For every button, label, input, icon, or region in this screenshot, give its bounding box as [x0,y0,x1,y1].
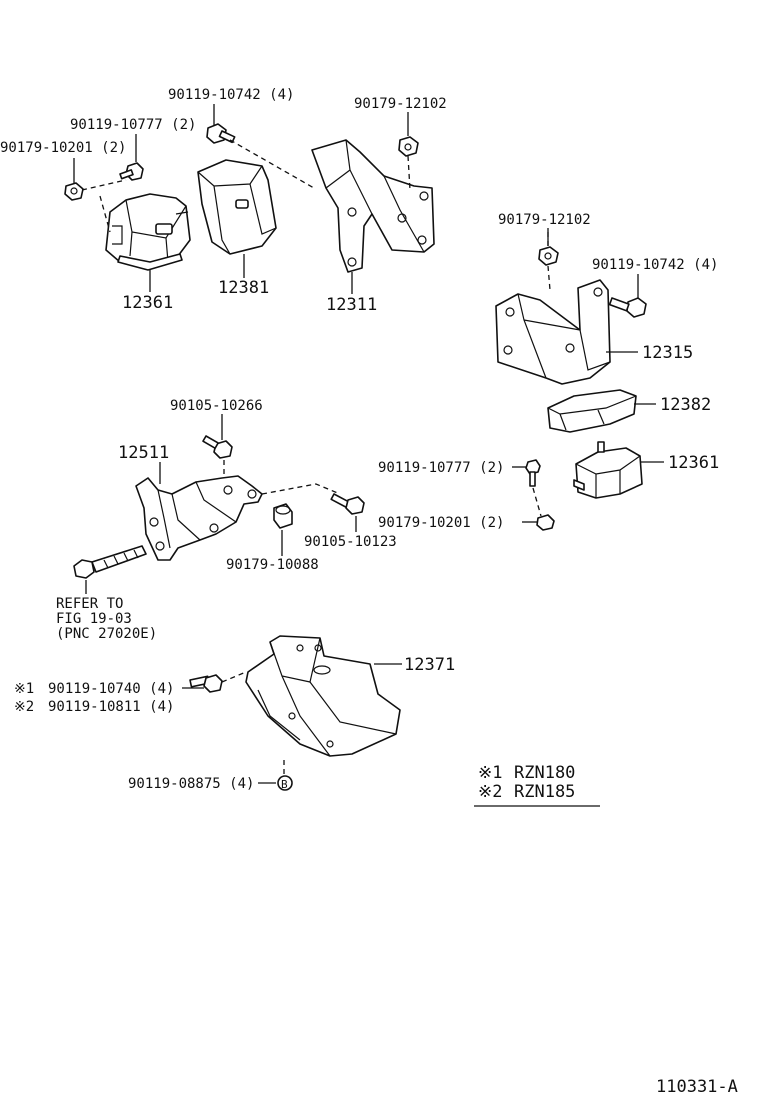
legend-variant-1: RZN180 [514,763,575,783]
label-p16: 90179-10201 (2) [378,515,504,531]
label-p9: 90119-10742 (4) [592,257,718,273]
dashed-line-bolt-nut-right [532,487,542,517]
long-bolt-refer [73,545,147,579]
refer-line1: REFER TO [56,596,123,612]
label-p10: 12315 [642,343,693,363]
label-p20: 90119-10740 (4) [48,681,174,697]
collar-90179-10088 [273,503,293,529]
bolt-90119-10742-right [608,297,647,318]
label-p21: 90119-10811 (4) [48,699,174,715]
dashed-line-bolt-bracket [229,139,315,189]
label-p22: 90119-08875 (4) [128,776,254,792]
bolt-90119-10740 [189,674,223,693]
label-p14: 90119-10777 (2) [378,460,504,476]
bracket-12511 [135,475,263,561]
callout-circle-b [277,775,293,791]
label-p4: 90179-10201 (2) [0,140,126,156]
legend-mark-2: ※2 [478,782,502,802]
label-p17: 90105-10123 [304,534,397,550]
label-p2: 90179-12102 [354,96,447,112]
bolt-90119-10742-top [206,123,236,144]
label-p3: 90119-10777 (2) [70,117,196,133]
crossmember-12371 [245,635,401,757]
insulator-12361-top [105,193,191,271]
nut-90179-12102-right [538,246,559,266]
nut-90179-10201-top [64,182,84,201]
label-p1: 90119-10742 (4) [168,87,294,103]
label-p19: 12371 [404,655,455,675]
legend-variant-2: RZN185 [514,782,575,802]
bolt-90105-10266 [202,435,233,459]
refer-line2: FIG 19-03 [56,611,132,627]
dashed-line-nut-insulator [81,179,127,233]
legend-mark-1: ※1 [478,763,502,783]
callout-letter: B [281,778,288,791]
bolt-90105-10123 [330,493,365,515]
bolt-90119-10777-right [525,459,541,487]
label-p5: 12361 [122,293,173,313]
bracket-12315 [495,279,611,385]
nut-90179-12102-top [398,136,419,157]
bracket-12311 [311,139,435,273]
label-p6: 12381 [218,278,269,298]
variant-mark-1-bolt: ※1 [14,681,34,697]
bolt-90119-10777-top [119,162,144,181]
nut-90179-10201-right [536,514,555,531]
insulator-12361-right [573,441,643,499]
label-p15: 12361 [668,453,719,473]
variant-mark-2-bolt: ※2 [14,699,34,715]
label-p8: 90179-12102 [498,212,591,228]
label-p7: 12311 [326,295,377,315]
label-p12: 90105-10266 [170,398,263,414]
label-p18: 90179-10088 [226,557,319,573]
stopper-12382 [547,389,637,433]
label-p11: 12382 [660,395,711,415]
label-p13: 12511 [118,443,169,463]
figure-id: 110331-A [656,1077,738,1097]
refer-line3: (PNC 27020E) [56,626,157,642]
stopper-12381 [197,159,277,255]
dashed-line-nut-bracket [407,155,411,191]
dashed-line-bracket-bolt-mid [261,483,341,495]
dashed-line-bolt-crossmember [221,671,247,683]
